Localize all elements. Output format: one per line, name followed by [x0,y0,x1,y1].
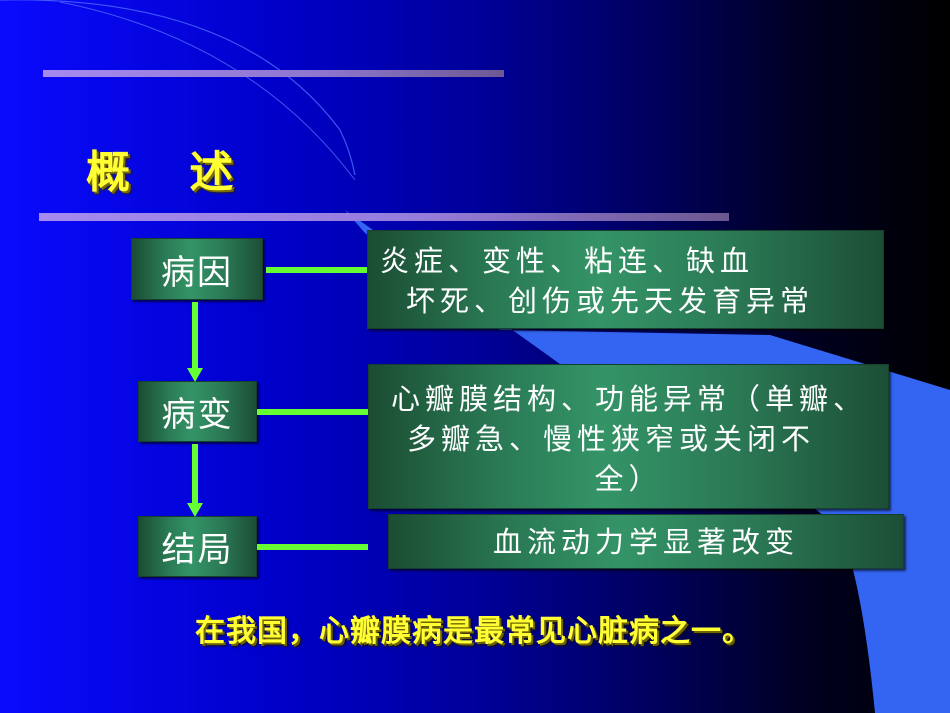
arrow-cause-to-lesion-line [192,302,198,370]
description-box-cause: 炎症、变性、粘连、缺血 坏死、创伤或先天发育异常 [367,230,884,329]
connector-outcome [257,544,368,550]
step-box-lesion: 病变 [138,381,257,442]
description-line: 血流动力学显著改变 [492,524,799,559]
step-label-cause: 病因 [161,252,233,293]
arrow-down-icon [187,368,203,382]
title-divider-bar [39,213,729,221]
connector-cause [266,267,368,273]
step-box-cause: 病因 [131,238,263,300]
footer-note: 在我国，心瓣膜病是最常见心脏病之一。 [195,614,753,649]
description-line: 坏死、创伤或先天发育异常 [406,284,815,318]
description-line: 心瓣膜结构、功能异常（单瓣、 [391,382,868,416]
step-label-outcome: 结局 [161,530,234,570]
slide-title: 概 述 [86,147,256,198]
description-line: 炎症、变性、粘连、缺血 [380,244,755,278]
connector-lesion [257,409,368,415]
description-box-outcome: 血流动力学显著改变 [388,514,904,569]
arrow-lesion-to-outcome-line [192,444,198,505]
step-label-lesion: 病变 [161,395,234,435]
description-box-lesion: 心瓣膜结构、功能异常（单瓣、 多瓣急、慢性狭窄或关闭不 全） [368,364,889,509]
top-divider-bar [43,70,504,77]
description-line: 全） [594,462,663,496]
description-line: 多瓣急、慢性狭窄或关闭不 [407,422,816,456]
arrow-down-icon [187,503,203,517]
step-box-outcome: 结局 [138,516,257,577]
